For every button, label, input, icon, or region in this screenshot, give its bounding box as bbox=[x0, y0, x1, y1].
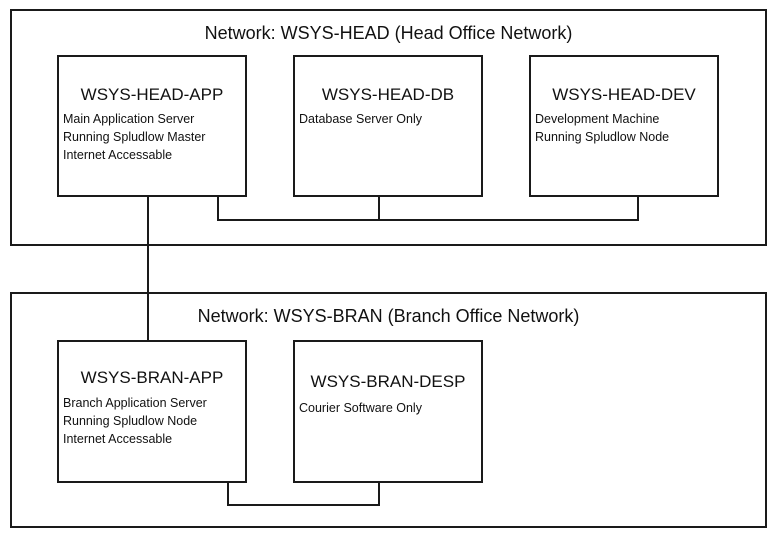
node-wsys-head-app[interactable]: WSYS-HEAD-APP Main Application Server Ru… bbox=[57, 55, 247, 197]
node-line: Running Spludlow Node bbox=[63, 414, 198, 428]
node-description: Main Application Server Running Spludlow… bbox=[63, 110, 243, 164]
node-line: Courier Software Only bbox=[299, 401, 422, 415]
node-description: Branch Application Server Running Spludl… bbox=[63, 394, 243, 448]
network-head-title: Network: WSYS-HEAD (Head Office Network) bbox=[204, 23, 573, 43]
node-line: Database Server Only bbox=[299, 112, 422, 126]
node-line: Main Application Server bbox=[63, 112, 195, 126]
node-name: WSYS-HEAD-DEV bbox=[552, 85, 696, 104]
node-name: WSYS-HEAD-APP bbox=[80, 85, 224, 104]
node-name: WSYS-BRAN-DESP bbox=[310, 372, 466, 391]
node-name: WSYS-BRAN-APP bbox=[80, 368, 224, 387]
node-line: Running Spludlow Master bbox=[63, 130, 206, 144]
node-wsys-head-db[interactable]: WSYS-HEAD-DB Database Server Only bbox=[293, 55, 483, 197]
node-wsys-bran-app[interactable]: WSYS-BRAN-APP Branch Application Server … bbox=[57, 340, 247, 483]
node-wsys-head-dev[interactable]: WSYS-HEAD-DEV Development Machine Runnin… bbox=[529, 55, 719, 197]
node-line: Internet Accessable bbox=[63, 148, 173, 162]
node-description: Database Server Only bbox=[299, 110, 479, 128]
node-line: Internet Accessable bbox=[63, 432, 173, 446]
node-wsys-bran-desp[interactable]: WSYS-BRAN-DESP Courier Software Only bbox=[293, 340, 483, 483]
node-line: Branch Application Server bbox=[63, 396, 207, 410]
node-description: Courier Software Only bbox=[299, 399, 479, 417]
node-description: Development Machine Running Spludlow Nod… bbox=[535, 110, 715, 146]
node-line: Development Machine bbox=[535, 112, 660, 126]
node-line: Running Spludlow Node bbox=[535, 130, 670, 144]
node-name: WSYS-HEAD-DB bbox=[321, 85, 455, 104]
network-branch-title: Network: WSYS-BRAN (Branch Office Networ… bbox=[197, 306, 580, 326]
